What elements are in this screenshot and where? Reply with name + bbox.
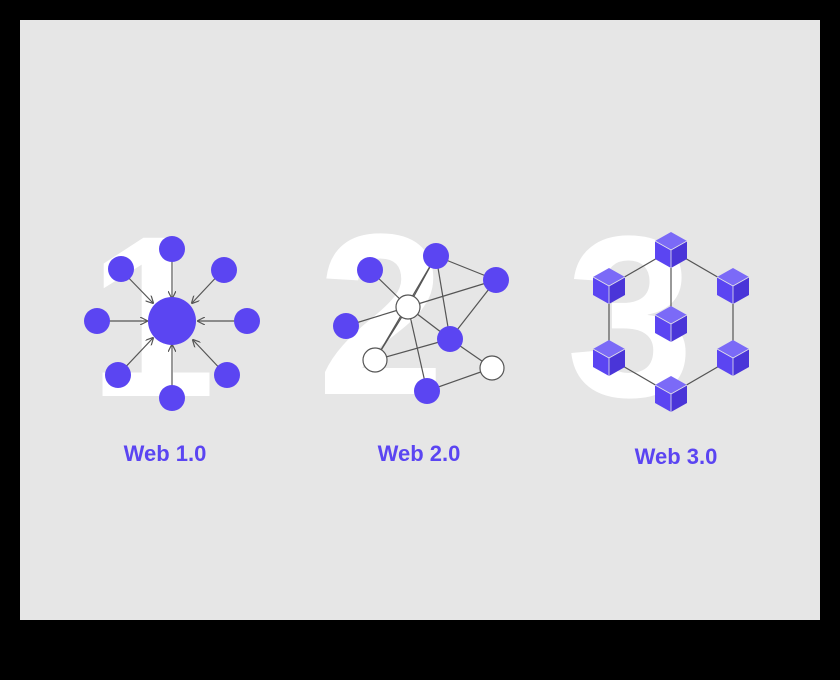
hollow-node xyxy=(479,355,505,381)
hollow-node xyxy=(362,347,388,373)
hollow-node xyxy=(395,294,421,320)
web3-label: Web 3.0 xyxy=(634,444,718,469)
web-evolution-diagram xyxy=(84,231,750,413)
client-node xyxy=(84,308,110,334)
client-node xyxy=(108,256,134,282)
client-node xyxy=(211,257,237,283)
block-cube xyxy=(716,267,750,305)
block-cube xyxy=(654,305,688,343)
peer-node xyxy=(423,243,449,269)
block-cube xyxy=(592,267,626,305)
web1-hub-and-spoke-icon xyxy=(84,236,260,411)
block-cube xyxy=(716,339,750,377)
web2-label: Web 2.0 xyxy=(377,441,461,466)
client-node xyxy=(234,308,260,334)
central-server-node xyxy=(148,297,196,345)
block-cube xyxy=(592,339,626,377)
peer-node xyxy=(437,326,463,352)
client-node xyxy=(105,362,131,388)
client-node xyxy=(159,385,185,411)
web2-network-graph-icon xyxy=(333,243,509,404)
diagram-panel: 1 2 3 xyxy=(20,20,820,620)
peer-node xyxy=(414,378,440,404)
client-node xyxy=(159,236,185,262)
web1-label: Web 1.0 xyxy=(123,441,207,466)
web3-blockchain-cubes-icon xyxy=(592,231,750,413)
peer-node xyxy=(333,313,359,339)
client-node xyxy=(214,362,240,388)
peer-node xyxy=(483,267,509,293)
block-cube xyxy=(654,231,688,269)
block-cube xyxy=(654,375,688,413)
peer-node xyxy=(357,257,383,283)
